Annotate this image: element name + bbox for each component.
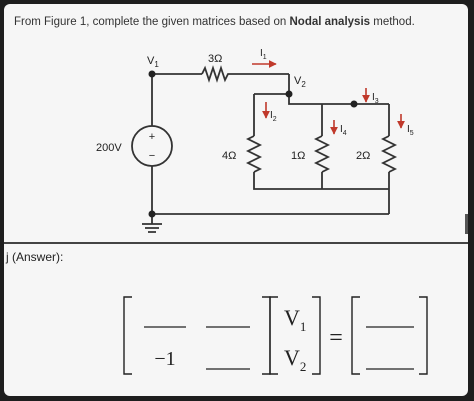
voltage-source bbox=[131, 125, 173, 167]
entry-a21: −1 bbox=[154, 348, 175, 370]
ground-symbol bbox=[142, 223, 162, 233]
i1-label: I1 bbox=[260, 48, 267, 61]
i4-label: I4 bbox=[340, 124, 347, 137]
question-bold: Nodal analysis bbox=[289, 16, 371, 28]
r-right-label: 2Ω bbox=[356, 150, 370, 162]
circuit-wires bbox=[142, 73, 390, 233]
coeff-bracket-right bbox=[262, 296, 271, 375]
vvec-v1: V1 bbox=[284, 305, 306, 334]
source-plus: + bbox=[149, 131, 155, 143]
node-v1-label: V1 bbox=[147, 55, 159, 69]
r-left-label: 4Ω bbox=[222, 150, 236, 162]
resistor-4ohm bbox=[245, 135, 263, 173]
i5-label: I5 bbox=[407, 124, 414, 137]
resistor-3ohm bbox=[201, 65, 230, 83]
node-v1-dot bbox=[148, 70, 156, 78]
coeff-bracket-left bbox=[123, 296, 132, 375]
vvec-bracket-left bbox=[269, 296, 278, 375]
cropped-header-text: ……… …………………………………… bbox=[44, 4, 444, 8]
node-v2-dot bbox=[285, 90, 293, 98]
answer-label: j (Answer): bbox=[6, 250, 64, 264]
circuit-diagram: + − 200V V1 V2 3Ω 4Ω 1Ω 2Ω I1 I2 I3 I4 I… bbox=[96, 48, 414, 233]
vvec-v2: V2 bbox=[284, 345, 306, 374]
vvec-bracket-right bbox=[312, 296, 321, 375]
node-v2-label: V2 bbox=[294, 75, 306, 89]
question-text: From Figure 1, complete the given matric… bbox=[14, 16, 415, 28]
r-mid-label: 1Ω bbox=[291, 150, 305, 162]
question-prefix: From Figure 1, complete the given matric… bbox=[14, 16, 290, 28]
resistor-2ohm bbox=[380, 135, 398, 173]
resistor-1ohm bbox=[313, 135, 331, 173]
equals-sign: = bbox=[329, 325, 343, 351]
question-card: ……… …………………………………… From Figure 1, comple… bbox=[4, 4, 468, 396]
answer-matrix-equation: −1 V1 V2 = bbox=[123, 296, 428, 375]
i3-label: I3 bbox=[372, 92, 379, 105]
edge-artifact bbox=[465, 214, 468, 234]
source-minus: − bbox=[149, 150, 155, 162]
section-divider bbox=[4, 242, 468, 244]
i2-label: I2 bbox=[270, 110, 277, 123]
rhs-bracket-left bbox=[351, 296, 360, 375]
source-label: 200V bbox=[96, 142, 122, 154]
node-branch-dot bbox=[350, 100, 358, 108]
wire-bottom-right bbox=[253, 172, 389, 190]
rhs-bracket-right bbox=[419, 296, 428, 375]
r-top-label: 3Ω bbox=[208, 53, 222, 65]
question-suffix: method. bbox=[370, 16, 415, 28]
ground-node-dot bbox=[148, 210, 156, 218]
